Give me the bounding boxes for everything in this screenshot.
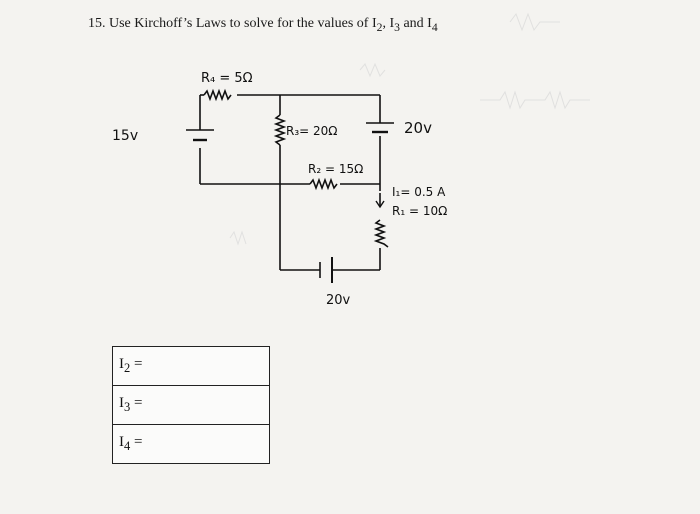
- label-r2: R₂ = 15Ω: [308, 162, 363, 176]
- answer-cell-i2[interactable]: I2 =: [112, 346, 270, 386]
- current-arrow-icon: [375, 200, 385, 209]
- label-r4: R₄ = 5Ω: [201, 71, 253, 86]
- bleed-through-marks: [229, 12, 590, 246]
- answer-cell-i3[interactable]: I3 =: [112, 385, 270, 425]
- label-r3: R₃= 20Ω: [286, 124, 337, 138]
- question-body: Use Kirchoff’s Laws to solve for the val…: [109, 16, 377, 31]
- label-r1: R₁ = 10Ω: [392, 204, 447, 218]
- battery-15v: [186, 129, 214, 142]
- label-i1: I₁= 0.5 A: [392, 185, 446, 199]
- resistor-r2: [309, 177, 338, 191]
- answer-cell-i4[interactable]: I4 =: [112, 424, 270, 464]
- resistor-r3: [273, 114, 287, 146]
- label-voltage-right: 20v: [404, 119, 432, 137]
- answer-row-i2: I2 =: [112, 346, 270, 386]
- resistor-r4: [203, 88, 232, 102]
- battery-20v-right: [366, 122, 394, 134]
- answer-row-i3: I3 =: [112, 385, 270, 425]
- resistor-r1: [373, 219, 389, 248]
- battery-20v-bottom: [319, 257, 333, 283]
- circuit-wires: [199, 88, 389, 271]
- question-number: 15.: [88, 16, 106, 31]
- label-voltage-bottom: 20v: [326, 293, 351, 308]
- label-voltage-left: 15v: [112, 128, 138, 144]
- answer-row-i4: I4 =: [112, 424, 270, 464]
- question-text: 15. Use Kirchoff’s Laws to solve for the…: [88, 16, 438, 34]
- answer-table: I2 = I3 = I4 =: [112, 346, 270, 464]
